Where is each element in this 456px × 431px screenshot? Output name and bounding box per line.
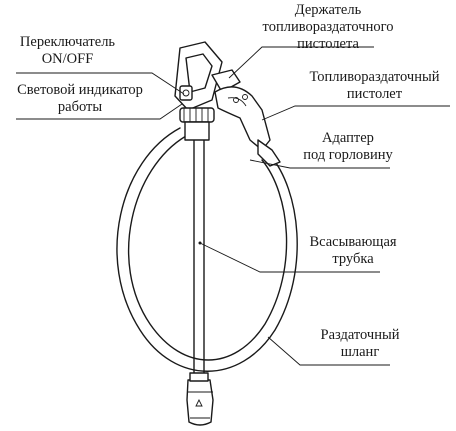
fuel-nozzle: [214, 86, 281, 167]
nozzle-holder: [211, 69, 241, 93]
label-indicator-light-line2: работы: [57, 99, 103, 115]
label-dispensing-hose: Раздаточный шланг: [305, 327, 415, 361]
suction-filter: [186, 372, 214, 426]
label-neck-adapter-line2: под горловину: [303, 147, 393, 163]
label-suction-tube: Всасывающая трубка: [298, 234, 408, 268]
pump-head: [174, 41, 223, 141]
suction-tube: [193, 139, 205, 376]
label-neck-adapter-line1: Адаптер: [322, 130, 374, 146]
label-dispensing-hose-line2: шланг: [340, 344, 380, 360]
label-dispensing-hose-line1: Раздаточный: [320, 327, 400, 343]
label-fuel-nozzle-line2: пистолет: [346, 86, 403, 102]
label-indicator-light-line1: Световой индикатор: [17, 82, 143, 98]
label-suction-tube-line1: Всасывающая: [309, 234, 397, 250]
label-on-off-switch-line1: Переключатель: [19, 34, 116, 50]
label-fuel-nozzle: Топливораздаточный пистолет: [293, 69, 456, 103]
label-fuel-nozzle-line1: Топливораздаточный: [309, 69, 440, 85]
leader-lines: [16, 46, 450, 366]
label-indicator-light: Световой индикатор работы: [0, 82, 160, 116]
dispensing-hose: [116, 127, 298, 372]
label-suction-tube-line2: трубка: [332, 251, 374, 267]
label-on-off-switch-line2: ON/OFF: [41, 51, 94, 67]
label-neck-adapter: Адаптер под горловину: [283, 130, 413, 164]
label-nozzle-holder-line1: Держатель: [294, 2, 362, 18]
label-nozzle-holder-line3: пистолета: [297, 36, 359, 52]
label-on-off-switch: Переключатель ON/OFF: [0, 34, 135, 68]
label-nozzle-holder-line2: топливораздаточного: [262, 19, 394, 35]
label-nozzle-holder: Держатель топливораздаточного пистолета: [233, 2, 423, 53]
